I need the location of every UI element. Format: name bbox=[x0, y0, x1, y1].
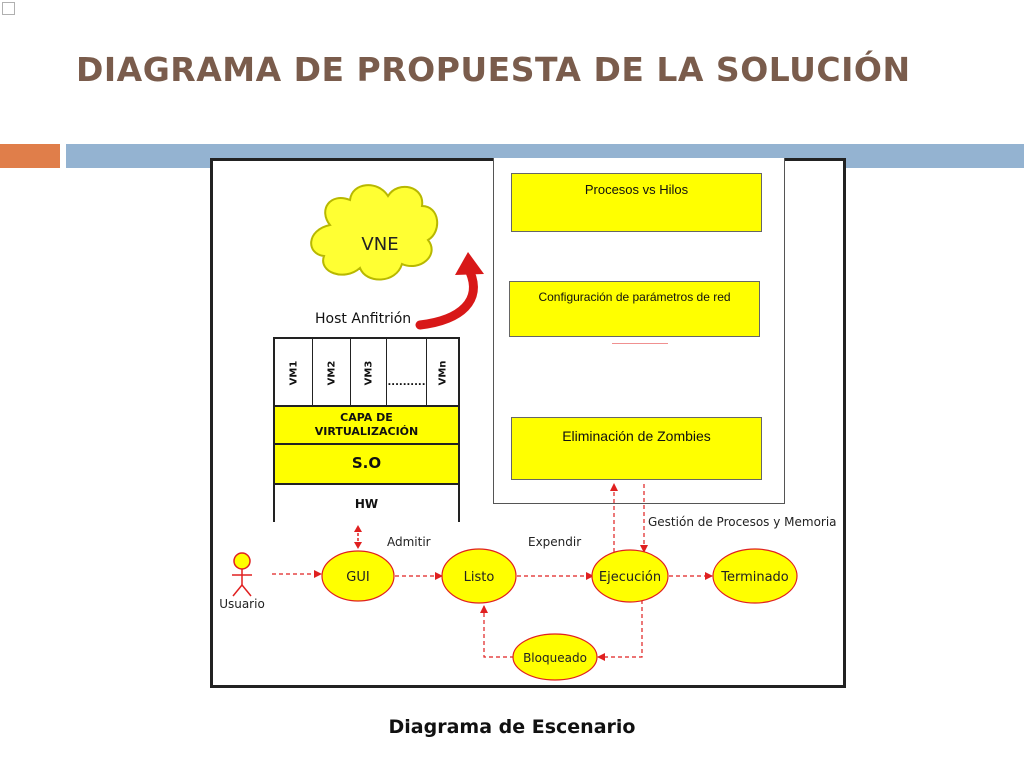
vm-row: VM1 VM2 VM3 .......... VMn bbox=[275, 339, 458, 407]
layer-virtualization-line1: CAPA DE bbox=[340, 411, 393, 424]
vm-label-1: VM1 bbox=[288, 360, 299, 386]
edge-bloqueado-listo bbox=[480, 605, 514, 658]
actor-usuario bbox=[232, 552, 252, 597]
layer-virtualization: CAPA DE VIRTUALIZACIÓN bbox=[275, 405, 458, 443]
vm-column-3: VM3 bbox=[351, 339, 387, 407]
state-gui-label: GUI bbox=[346, 570, 369, 585]
label-expendir: Expendir bbox=[528, 535, 581, 549]
vm-ellipsis: .......... bbox=[387, 377, 426, 388]
state-ejecucion-label: Ejecución bbox=[599, 570, 661, 585]
vm-label-2: VM2 bbox=[326, 360, 337, 386]
panel-box-config-red: Configuración de parámetros de red bbox=[509, 281, 760, 337]
panel-box-procesos-hilos: Procesos vs Hilos bbox=[511, 173, 762, 232]
layer-virtualization-line2: VIRTUALIZACIÓN bbox=[314, 425, 419, 438]
vm-column-2: VM2 bbox=[313, 339, 351, 407]
vm-column-dots: .......... bbox=[387, 339, 427, 407]
vne-label: VNE bbox=[361, 234, 398, 255]
vm-column-1: VM1 bbox=[275, 339, 313, 407]
state-ejecucion: Ejecución bbox=[591, 549, 669, 603]
label-gestion: Gestión de Procesos y Memoria bbox=[648, 515, 837, 529]
stack-gui-arrowhead-down bbox=[354, 542, 362, 549]
host-stack: VM1 VM2 VM3 .......... VMn CAPA DE VIRTU… bbox=[273, 337, 460, 524]
vne-cloud: VNE bbox=[310, 184, 438, 281]
state-bloqueado: Bloqueado bbox=[512, 633, 598, 681]
slide-bullet-box bbox=[2, 2, 15, 15]
state-listo: Listo bbox=[441, 548, 517, 604]
host-label: Host Anfitrión bbox=[315, 311, 412, 327]
slide-title: DIAGRAMA DE PROPUESTA DE LA SOLUCIÓN bbox=[76, 50, 911, 89]
edge-ejecucion-bloqueado bbox=[597, 600, 643, 661]
actor-label: Usuario bbox=[219, 597, 265, 611]
state-terminado-label: Terminado bbox=[720, 570, 789, 585]
vm-label-n: VMn bbox=[437, 360, 448, 386]
label-admitir: Admitir bbox=[387, 535, 431, 549]
vm-label-3: VM3 bbox=[363, 360, 374, 386]
layer-so: S.O bbox=[275, 443, 458, 483]
red-underline bbox=[612, 343, 668, 344]
state-bloqueado-label: Bloqueado bbox=[523, 651, 587, 665]
layer-hw: HW bbox=[275, 483, 458, 524]
vm-column-n: VMn bbox=[427, 339, 458, 407]
panel-box-zombies: Eliminación de Zombies bbox=[511, 417, 762, 480]
slide-caption: Diagrama de Escenario bbox=[388, 716, 636, 738]
state-listo-label: Listo bbox=[464, 570, 495, 585]
state-terminado: Terminado bbox=[712, 548, 798, 604]
curved-red-arrow bbox=[415, 252, 484, 330]
state-gui: GUI bbox=[321, 550, 395, 602]
accent-bar-orange bbox=[0, 144, 60, 168]
stack-gui-arrowhead-up bbox=[354, 525, 362, 532]
